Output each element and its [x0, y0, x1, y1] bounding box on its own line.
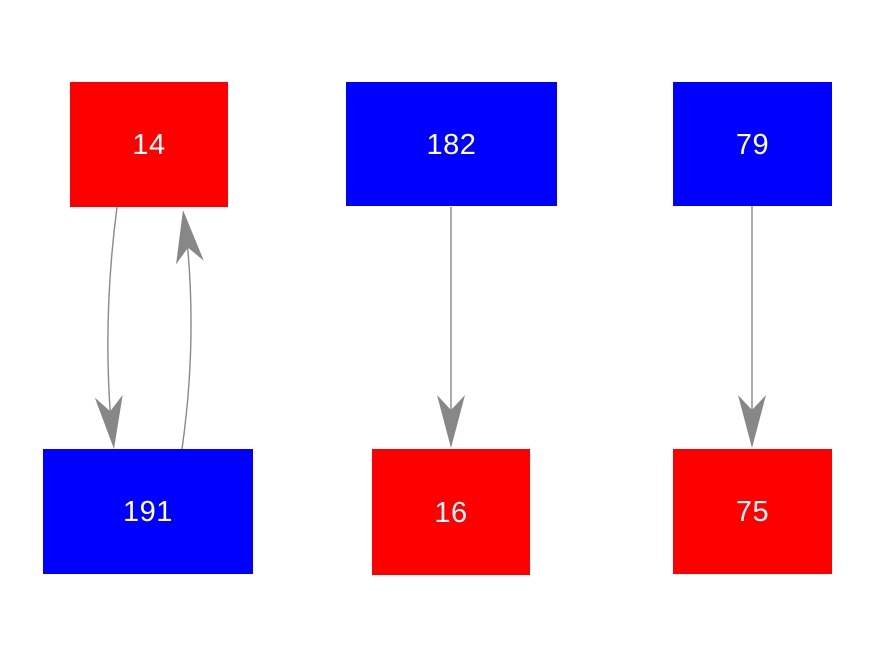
- node-75-label: 75: [735, 496, 770, 528]
- edge-79-to-75-arrowhead-icon: [738, 395, 766, 448]
- edge-182-to-16: [437, 207, 465, 448]
- node-16: 16: [372, 449, 530, 575]
- edge-14-to-191-arrowhead-icon: [94, 394, 123, 449]
- edge-79-to-75: [738, 206, 766, 448]
- node-182: 182: [346, 82, 557, 206]
- node-79-label: 79: [735, 128, 770, 161]
- node-191-label: 191: [123, 496, 173, 528]
- node-79: 79: [673, 82, 832, 206]
- edge-182-to-16-arrowhead-icon: [437, 395, 465, 448]
- node-191: 191: [43, 449, 253, 574]
- edge-191-to-14: [176, 210, 204, 450]
- node-16-label: 16: [434, 496, 468, 529]
- edge-191-to-14-arrowhead-icon: [176, 210, 204, 265]
- node-14-label: 14: [132, 129, 166, 161]
- node-14: 14: [70, 82, 228, 207]
- node-182-label: 182: [426, 128, 477, 161]
- edge-14-to-191: [94, 206, 123, 449]
- node-75: 75: [673, 449, 832, 574]
